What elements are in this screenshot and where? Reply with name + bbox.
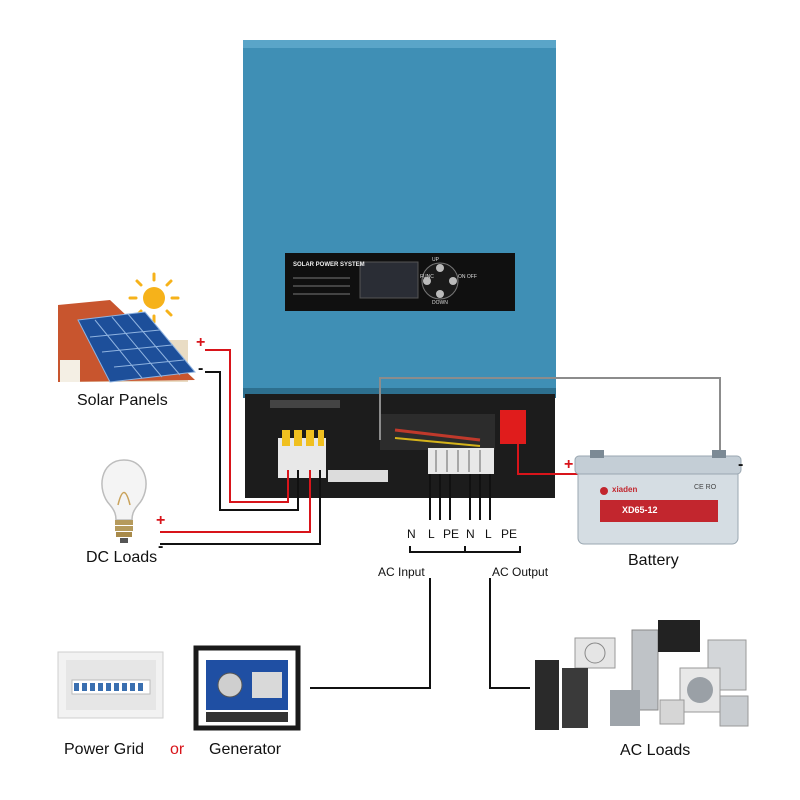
inverter-cover bbox=[243, 40, 556, 396]
battery-label: Battery bbox=[628, 552, 679, 569]
solar-minus-sign: - bbox=[198, 360, 204, 377]
ac-output-l-label: L bbox=[485, 527, 492, 541]
func-button-label: FUNC bbox=[420, 274, 434, 280]
dc-loads-negative-wire bbox=[160, 470, 321, 545]
solar-positive-wire bbox=[205, 349, 289, 503]
solar-negative-wire bbox=[205, 371, 299, 511]
ac-loads-label: AC Loads bbox=[620, 742, 691, 759]
appliances-icon bbox=[535, 620, 749, 730]
ac-output-pe-label: PE bbox=[501, 527, 518, 541]
generator-label: Generator bbox=[209, 741, 282, 758]
generator-icon bbox=[193, 645, 301, 731]
ac-output-n-label: N bbox=[466, 527, 475, 541]
battery-model: XD65-12 bbox=[622, 505, 658, 515]
solar-panels-label: Solar Panels bbox=[77, 392, 168, 409]
ac-input-wire bbox=[310, 578, 431, 689]
lcd-screen bbox=[359, 261, 419, 299]
inverter bbox=[243, 40, 556, 498]
dc-loads-plus-sign: + bbox=[156, 512, 166, 529]
panel-title: SOLAR POWER SYSTEM bbox=[293, 262, 365, 268]
battery-positive-wire bbox=[517, 444, 580, 475]
onoff-button[interactable] bbox=[449, 277, 457, 285]
battery-minus-sign: - bbox=[738, 456, 744, 473]
dc-loads-label: DC Loads bbox=[86, 549, 158, 566]
solar-house-icon bbox=[58, 300, 196, 383]
battery-plus-sign: + bbox=[564, 456, 574, 473]
distribution-box-icon bbox=[57, 651, 164, 719]
down-button-label: DOWN bbox=[432, 300, 448, 306]
up-button-label: UP bbox=[432, 257, 439, 263]
ac-input-n-label: N bbox=[407, 527, 416, 541]
up-button[interactable] bbox=[436, 264, 444, 272]
power-grid-label: Power Grid bbox=[64, 741, 145, 758]
light-bulb-icon bbox=[101, 459, 147, 543]
ac-input-l-label: L bbox=[428, 527, 435, 541]
battery-negative-wire bbox=[379, 377, 721, 465]
dc-loads-positive-wire bbox=[160, 470, 311, 533]
ac-output-wire bbox=[489, 578, 530, 689]
dc-loads-minus-sign: - bbox=[158, 538, 164, 555]
ac-input-pe-label: PE bbox=[443, 527, 460, 541]
battery-marks: CE RO bbox=[694, 484, 717, 491]
battery-breaker bbox=[500, 410, 526, 444]
ac-output-label: AC Output bbox=[492, 565, 549, 579]
onoff-button-label: ON OFF bbox=[458, 274, 477, 280]
or-label: or bbox=[170, 741, 185, 758]
func-button[interactable] bbox=[423, 277, 431, 285]
ac-input-label: AC Input bbox=[378, 565, 425, 579]
ac-terminal-block bbox=[428, 448, 494, 474]
wires bbox=[160, 349, 721, 689]
battery-brand: xiaden bbox=[612, 485, 638, 494]
solar-plus-sign: + bbox=[196, 334, 206, 351]
down-button[interactable] bbox=[436, 290, 444, 298]
battery-icon bbox=[574, 450, 742, 545]
